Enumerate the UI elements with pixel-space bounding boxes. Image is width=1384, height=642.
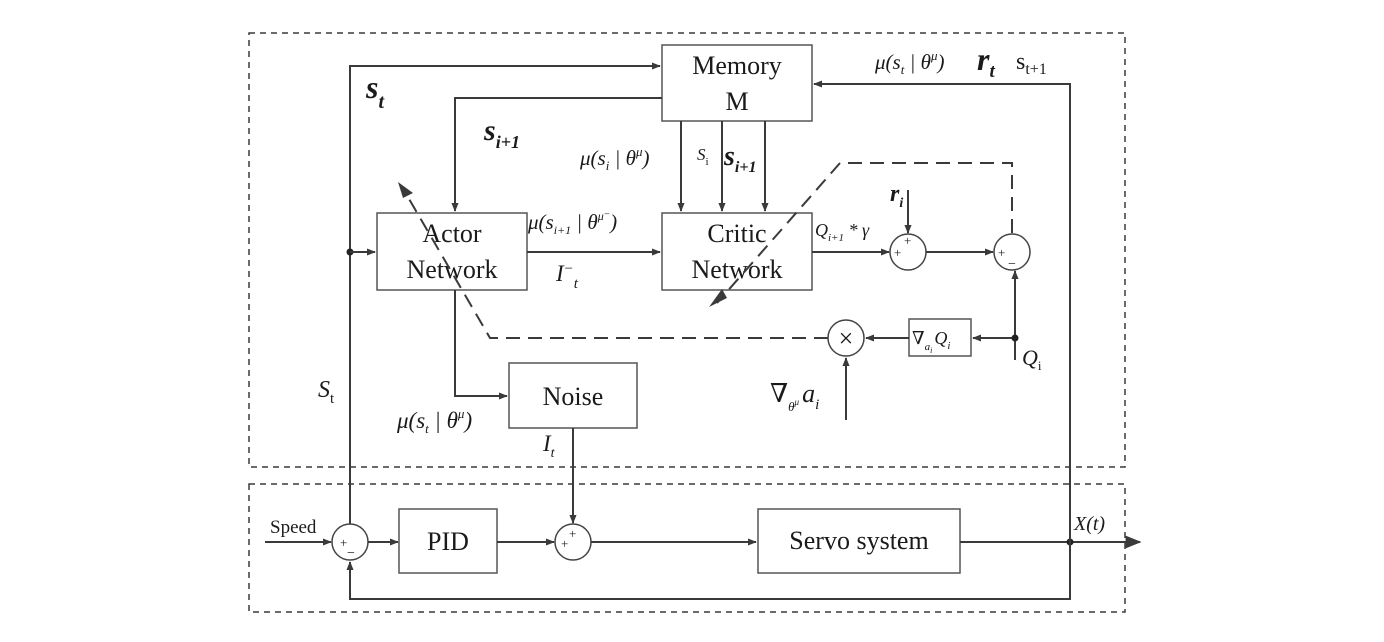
critic-update-arrowhead	[709, 289, 727, 307]
actor-update-arrowhead	[398, 182, 413, 198]
noise-sum-plus-left: +	[561, 536, 568, 551]
critic-update-path	[716, 162, 1013, 304]
reward-sum-plus-top: +	[904, 233, 911, 248]
critic-network-block	[661, 212, 813, 291]
grad-q-label: ∇aiQi	[912, 328, 950, 355]
si-small-label: Si	[697, 145, 709, 168]
noise-label: Noise	[543, 382, 604, 411]
input-sum-minus: −	[347, 546, 355, 561]
mu-top-label: μ(st | θμ)	[874, 48, 944, 77]
st1-label: st+1	[1016, 49, 1047, 78]
si1-mid-label: si+1	[723, 141, 756, 176]
si1-left-label: si+1	[483, 114, 520, 152]
it-label: It	[542, 431, 556, 461]
critic-label-1: Critic	[707, 219, 766, 248]
output-to-memory-line	[813, 80, 1071, 542]
memory-label-1: Memory	[692, 51, 782, 80]
noise-sum-plus-top: +	[569, 526, 576, 541]
pid-label: PID	[427, 527, 469, 556]
actor-to-noise-line	[454, 290, 508, 400]
memory-label-2: M	[725, 87, 748, 116]
mu-actor-label: μ(si+1 | θμ⁻)	[527, 209, 617, 237]
control-loop-frame	[248, 483, 1126, 613]
actor-network-block	[376, 212, 528, 291]
St-left-label: St	[318, 377, 335, 407]
grad-q-block	[908, 318, 972, 357]
servo-label: Servo system	[789, 526, 928, 555]
actor-update-path	[404, 191, 828, 339]
learning-module-frame	[248, 32, 1126, 468]
speed-label: Speed	[270, 517, 317, 538]
memory-to-actor-line	[451, 97, 662, 212]
memory-block	[661, 44, 813, 122]
xt-output-label: X(t)	[1073, 513, 1105, 535]
multiplier-symbol: ×	[839, 324, 854, 353]
mu-noise-label: μ(st | θμ)	[396, 406, 472, 436]
rt-label: rt	[977, 41, 995, 82]
qi-label: Qi	[1022, 345, 1042, 373]
input-sum-plus: +	[340, 535, 347, 550]
mu-si-label: μ(si | θμ)	[579, 144, 649, 173]
qi-branch-dot	[1011, 334, 1019, 342]
state-to-memory-line	[349, 62, 661, 524]
td-error-junction	[993, 233, 1031, 271]
td-sum-minus: −	[1008, 257, 1016, 272]
i-minus-label: I−t	[555, 261, 579, 292]
actor-label-1: Actor	[422, 219, 482, 248]
reward-sum-plus-left: +	[894, 245, 901, 260]
ri-label: ri	[890, 181, 903, 211]
q-gamma-label: Qi+1 * γ	[815, 220, 870, 244]
actor-label-2: Network	[407, 255, 498, 284]
st-top-label: st	[365, 69, 385, 113]
td-sum-plus: +	[998, 245, 1005, 260]
output-feedback-line	[346, 542, 1071, 600]
noise-block	[508, 362, 638, 429]
